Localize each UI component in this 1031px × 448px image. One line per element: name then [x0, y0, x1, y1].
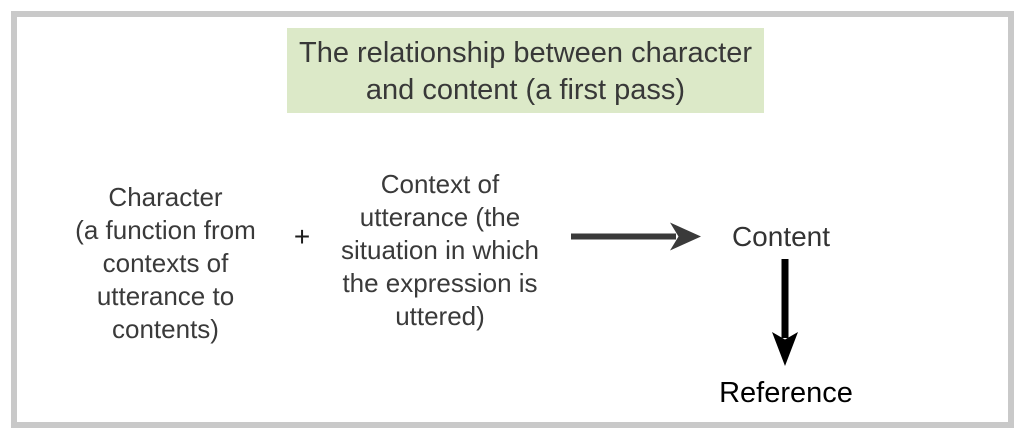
content-node: Content: [731, 221, 831, 252]
right-arrow-icon: [571, 222, 701, 251]
title-box: The relationship between character and c…: [287, 28, 764, 113]
context-of-utterance-node: Context of utterance (the situation in w…: [341, 169, 539, 331]
plus-operator: +: [293, 221, 311, 252]
reference-node: Reference: [719, 377, 853, 409]
character-node: Character (a function from contexts of u…: [75, 182, 256, 344]
figure-title: The relationship between character and c…: [299, 37, 752, 106]
down-arrow-icon: [772, 259, 798, 366]
